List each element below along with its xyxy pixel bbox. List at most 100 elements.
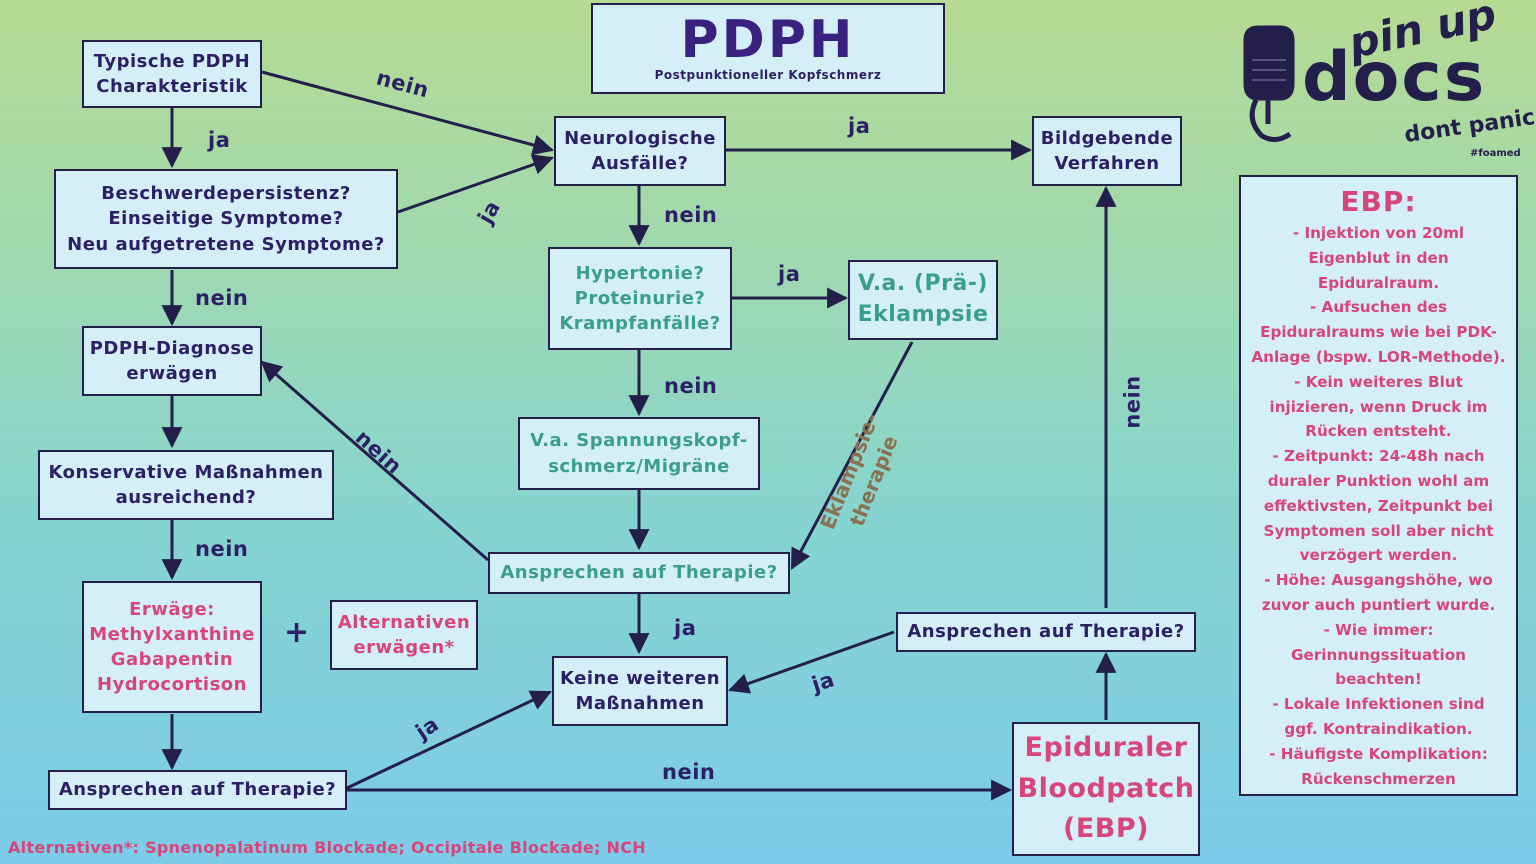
node-konservative-massnahmen: Konservative Maßnahmen ausreichend? xyxy=(38,450,334,520)
label-konservativ-erwaege: nein xyxy=(195,537,249,561)
logo-text-foamed: #foamed xyxy=(1470,148,1521,159)
arrow-mid-pdph xyxy=(260,360,489,562)
ebp-info-line: - Häufigste Komplikation: xyxy=(1269,744,1488,763)
node-keine-weiteren: Keine weiteren Maßnahmen xyxy=(552,656,728,726)
ebp-info-line: Gerinnungssituation xyxy=(1291,645,1466,664)
node-line: Gabapentin xyxy=(110,649,234,670)
node-neurologische-ausfaelle: Neurologische Ausfälle? xyxy=(554,116,726,186)
node-line: schmerz/Migräne xyxy=(548,455,730,477)
node-bildgebende-verfahren: Bildgebende Verfahren xyxy=(1032,116,1182,186)
node-line: Alternativen xyxy=(337,611,471,633)
ebp-info-line: - Kein weiteres Blut xyxy=(1294,372,1463,391)
node-line: Maßnahmen xyxy=(575,693,705,714)
arrow-eklampsie-mid xyxy=(790,341,914,570)
node-line: ausreichend? xyxy=(115,487,257,508)
node-line: Konservative Maßnahmen xyxy=(48,461,324,483)
ebp-info-line: - Zeitpunkt: 24-48h nach xyxy=(1272,447,1485,466)
node-line: erwägen* xyxy=(353,637,455,658)
ebp-info-line: ggf. Kontraindikation. xyxy=(1284,719,1473,738)
node-line: Bildgebende xyxy=(1040,127,1174,149)
ebp-info-line: - Lokale Infektionen sind xyxy=(1272,695,1485,714)
title-main: PDPH xyxy=(680,9,856,70)
node-erwaege: Erwäge: Methylxanthine Gabapentin Hydroc… xyxy=(82,581,262,713)
node-spannungskopfschmerz: V.a. Spannungskopf- schmerz/Migräne xyxy=(518,417,760,490)
node-line: Hypertonie? xyxy=(575,262,705,284)
ebp-info-line: - Höhe: Ausgangshöhe, wo xyxy=(1264,571,1493,590)
ebp-info-line: Rückenschmerzen xyxy=(1301,769,1456,788)
node-line: Ansprechen auf Therapie? xyxy=(907,621,1185,643)
ebp-info-line: Anlage (bspw. LOR-Methode). xyxy=(1251,347,1506,366)
title-subtitle: Postpunktioneller Kopfschmerz xyxy=(654,68,882,83)
node-line: (EBP) xyxy=(1063,813,1149,845)
ebp-info-panel: EBP: - Injektion von 20ml Eigenblut in d… xyxy=(1239,175,1518,796)
arrow-beschwerde-neuro xyxy=(397,154,554,214)
label-right-bild: nein xyxy=(1120,375,1145,429)
label-neuro-hyper: nein xyxy=(664,203,718,227)
node-line: Keine weiteren xyxy=(559,667,721,689)
node-line: Neurologische xyxy=(564,127,716,149)
ebp-info-line: effektivsten, Zeitpunkt bei xyxy=(1263,496,1494,515)
label-left-ebp: nein xyxy=(662,760,716,784)
ebp-info-line: injizieren, wenn Druck im xyxy=(1269,397,1488,416)
arrow-right-keine xyxy=(728,630,895,694)
node-line: Eklampsie xyxy=(857,302,989,327)
node-line: Einseitige Symptome? xyxy=(108,208,344,230)
logo-text-docs: docs xyxy=(1302,38,1487,117)
ebp-heading: EBP: xyxy=(1340,185,1417,218)
ebp-info-line: - Wie immer: xyxy=(1323,620,1434,639)
node-line: Beschwerdepersistenz? xyxy=(101,183,351,205)
label-hyper-eklampsie: ja xyxy=(778,262,801,286)
node-line: Neu aufgetretene Symptome? xyxy=(67,233,385,255)
node-pdph-diagnose: PDPH-Diagnose erwägen xyxy=(82,326,262,396)
arrow-typische-neuro xyxy=(261,70,555,156)
node-line: Hydrocortison xyxy=(96,674,247,696)
node-ansprechen-mid: Ansprechen auf Therapie? xyxy=(488,552,790,594)
node-line: V.a. (Prä-) xyxy=(858,271,988,297)
label-typische-beschwerde: ja xyxy=(208,128,231,152)
node-line: Ausfälle? xyxy=(591,153,689,174)
node-epiduraler-bloodpatch: Epiduraler Bloodpatch (EBP) xyxy=(1012,722,1200,856)
node-line: Typische PDPH xyxy=(93,50,251,72)
ebp-info-line: - Aufsuchen des xyxy=(1309,298,1448,317)
label-mid-keine: ja xyxy=(674,616,697,640)
node-line: erwägen xyxy=(126,363,218,384)
node-ansprechen-left: Ansprechen auf Therapie? xyxy=(48,770,347,810)
ebp-info-line: verzögert werden. xyxy=(1299,546,1458,565)
node-line: Bloodpatch xyxy=(1017,772,1195,804)
ebp-info-line: Eigenblut in den xyxy=(1308,248,1449,267)
ebp-info-line: Rücken entsteht. xyxy=(1305,422,1452,441)
node-line: Epiduraler xyxy=(1024,732,1188,764)
node-line: Krampfanfälle? xyxy=(559,313,721,335)
node-line: V.a. Spannungskopf- xyxy=(530,430,748,452)
microphone-icon xyxy=(1243,25,1295,142)
label-neuro-bild: ja xyxy=(848,114,871,138)
node-beschwerdepersistenz: Beschwerdepersistenz? Einseitige Symptom… xyxy=(54,169,398,269)
label-hyper-spannung: nein xyxy=(664,374,718,398)
node-typische-charakteristik: Typische PDPH Charakteristik xyxy=(82,40,262,108)
ebp-info-line: beachten! xyxy=(1335,670,1422,689)
node-line: Methylxanthine xyxy=(89,623,255,645)
footer-alternativen: Alternativen*: Spnenopalatinum Blockade;… xyxy=(8,838,646,857)
ebp-info-line: Epiduralraum. xyxy=(1317,273,1440,292)
node-line: Ansprechen auf Therapie? xyxy=(500,562,778,584)
plus-sign: + xyxy=(284,615,310,650)
node-line: Verfahren xyxy=(1054,153,1160,174)
node-line: Ansprechen auf Therapie? xyxy=(58,779,337,801)
title-box: PDPH Postpunktioneller Kopfschmerz xyxy=(591,3,945,94)
arrow-ansprechen-keine xyxy=(346,690,552,790)
node-ansprechen-right: Ansprechen auf Therapie? xyxy=(896,612,1196,652)
ebp-info-line: duraler Punktion wohl am xyxy=(1267,471,1490,490)
node-line: Proteinurie? xyxy=(574,287,706,309)
node-alternativen: Alternativen erwägen* xyxy=(330,600,478,670)
node-eklampsie: V.a. (Prä-) Eklampsie xyxy=(848,260,998,340)
node-line: Charakteristik xyxy=(96,76,248,97)
node-line: Erwäge: xyxy=(129,598,215,620)
ebp-info-line: zuvor auch puntiert wurde. xyxy=(1261,595,1496,614)
logo: pin up docs dont panic #foamed xyxy=(1232,0,1536,164)
ebp-info-line: Epiduralraums wie bei PDK- xyxy=(1260,323,1497,342)
label-beschwerde-pdph: nein xyxy=(195,286,249,310)
node-hypertonie: Hypertonie? Proteinurie? Krampfanfälle? xyxy=(548,247,732,350)
node-line: PDPH-Diagnose xyxy=(89,337,255,359)
ebp-info-line: - Injektion von 20ml xyxy=(1292,224,1465,242)
